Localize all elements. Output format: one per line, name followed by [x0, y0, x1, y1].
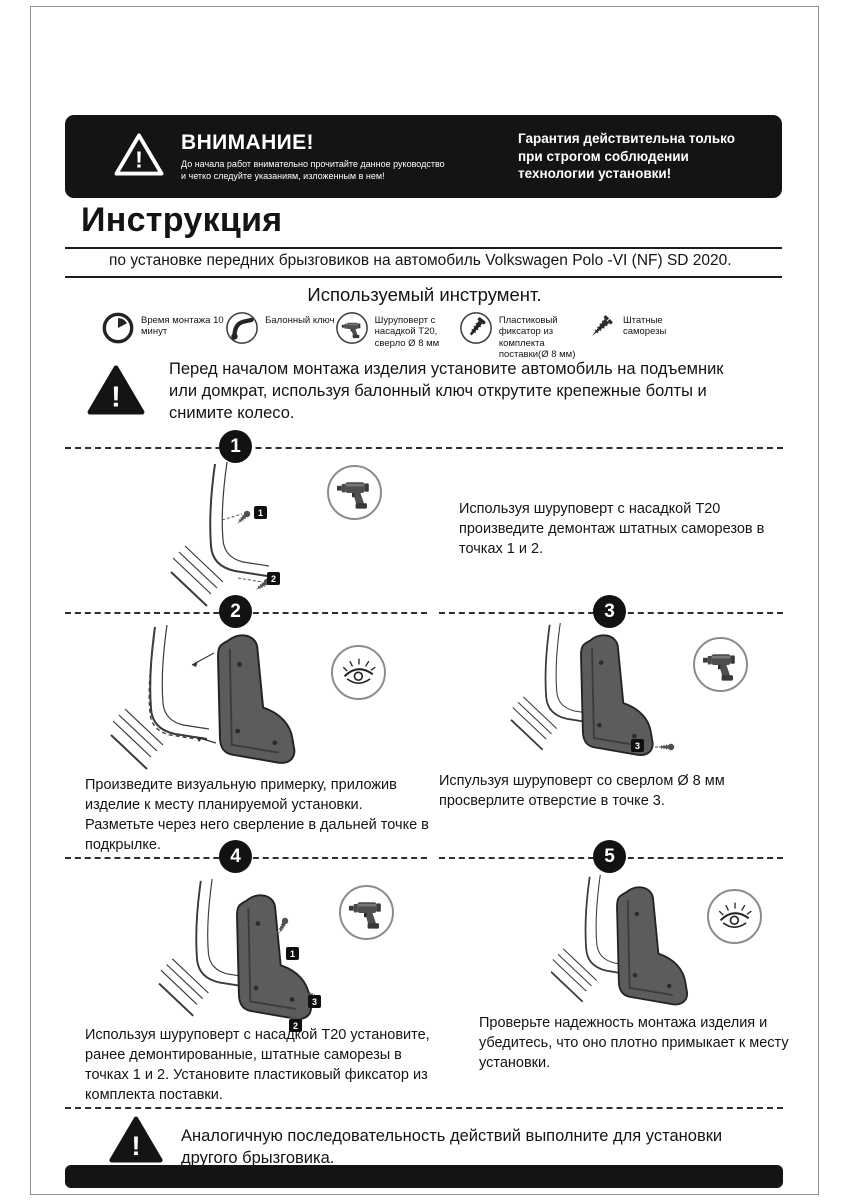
- step-5-illustration: [551, 873, 701, 1018]
- step-3-text: Испульзуя шуруповерт со сверлом Ø 8 мм п…: [439, 773, 725, 809]
- step-number-badge: 3: [593, 595, 626, 628]
- step-number-badge: 2: [219, 595, 252, 628]
- tool-label: Пластиковый фиксатор из комплекта постав…: [498, 315, 576, 361]
- step-separator: [65, 1107, 783, 1109]
- point-marker: 2: [267, 572, 280, 585]
- bottom-bar: [65, 1165, 783, 1188]
- tool-label: Штатные саморезы: [622, 315, 667, 338]
- warranty-note: Гарантия действительна только при строго…: [518, 131, 735, 182]
- tool-time: Время монтажа 10 минут: [101, 311, 225, 361]
- tool-label: Шуруповерт с насадкой Т20, сверло Ø 8 мм: [374, 315, 440, 349]
- divider: [65, 276, 782, 278]
- lug-wrench-icon: [225, 311, 259, 345]
- banner-title: ВНИМАНИЕ!: [181, 130, 314, 154]
- warning-triangle-icon: !: [113, 131, 165, 183]
- divider: [65, 247, 782, 249]
- plastic-fastener-icon: [459, 311, 493, 345]
- tools-row: Время монтажа 10 минут Балонный ключ: [101, 311, 707, 361]
- page-title: Инструкция: [81, 201, 283, 239]
- tool-wrench: Балонный ключ: [225, 311, 335, 361]
- svg-text:!: !: [132, 1131, 141, 1161]
- tool-label: Балонный ключ: [265, 315, 335, 326]
- footer-warning-text: Аналогичную последовательность действий …: [181, 1127, 723, 1168]
- step-1-illustration: 1 2: [126, 462, 336, 607]
- svg-text:!: !: [111, 381, 121, 413]
- page-frame: ! ВНИМАНИЕ! До начала работ внимательно …: [30, 6, 819, 1195]
- point-marker: 1: [254, 506, 267, 519]
- step-number-badge: 1: [219, 430, 252, 463]
- step-number-badge: 4: [219, 840, 252, 873]
- banner-subtitle: До начала работ внимательно прочитайте д…: [181, 158, 445, 181]
- intro-warning: ! Перед началом монтажа изделия установи…: [87, 359, 777, 425]
- drill-icon: [693, 637, 748, 692]
- tools-heading: Используемый инструмент.: [307, 284, 542, 305]
- point-marker: 1: [286, 947, 299, 960]
- step-5-text: Проверьте надежность монтажа изделия и у…: [479, 1015, 789, 1071]
- eye-icon: [707, 889, 762, 944]
- drill-icon: [335, 311, 369, 345]
- svg-text:!: !: [135, 146, 143, 172]
- step-number-badge: 5: [593, 840, 626, 873]
- page-subtitle: по установке передних брызговиков на авт…: [109, 252, 732, 269]
- banner-text: ВНИМАНИЕ! До начала работ внимательно пр…: [181, 131, 449, 183]
- tool-fastener: Пластиковый фиксатор из комплекта постав…: [459, 311, 583, 361]
- step-2-text: Произведите визуальную примерку, приложи…: [85, 777, 429, 853]
- step-1-text: Используя шуруповерт с насадкой Т20 прои…: [459, 501, 765, 557]
- step-4-illustration: 1 3 2: [149, 873, 364, 1033]
- step-4-text: Используя шуруповерт с насадкой Т20 уста…: [85, 1027, 430, 1103]
- clock-icon: [101, 311, 135, 345]
- tool-screws: Штатные саморезы: [583, 311, 707, 361]
- warning-triangle-icon: !: [87, 364, 145, 425]
- tool-drill: Шуруповерт с насадкой Т20, сверло Ø 8 мм: [335, 311, 459, 361]
- warning-banner: ! ВНИМАНИЕ! До начала работ внимательно …: [65, 115, 782, 198]
- drill-icon: [339, 885, 394, 940]
- point-marker: 3: [631, 739, 644, 752]
- tool-label: Время монтажа 10 минут: [141, 315, 224, 338]
- eye-icon: [331, 645, 386, 700]
- warning-triangle-icon: !: [109, 1115, 163, 1169]
- step-3-illustration: 3: [509, 619, 684, 769]
- step-2-illustration: [96, 625, 336, 775]
- intro-warning-text: Перед началом монтажа изделия установите…: [169, 360, 724, 422]
- point-marker: 2: [289, 1019, 302, 1032]
- screw-icon: [583, 311, 617, 345]
- drill-icon: [327, 465, 382, 520]
- point-marker: 3: [308, 995, 321, 1008]
- step-separator: [65, 447, 783, 449]
